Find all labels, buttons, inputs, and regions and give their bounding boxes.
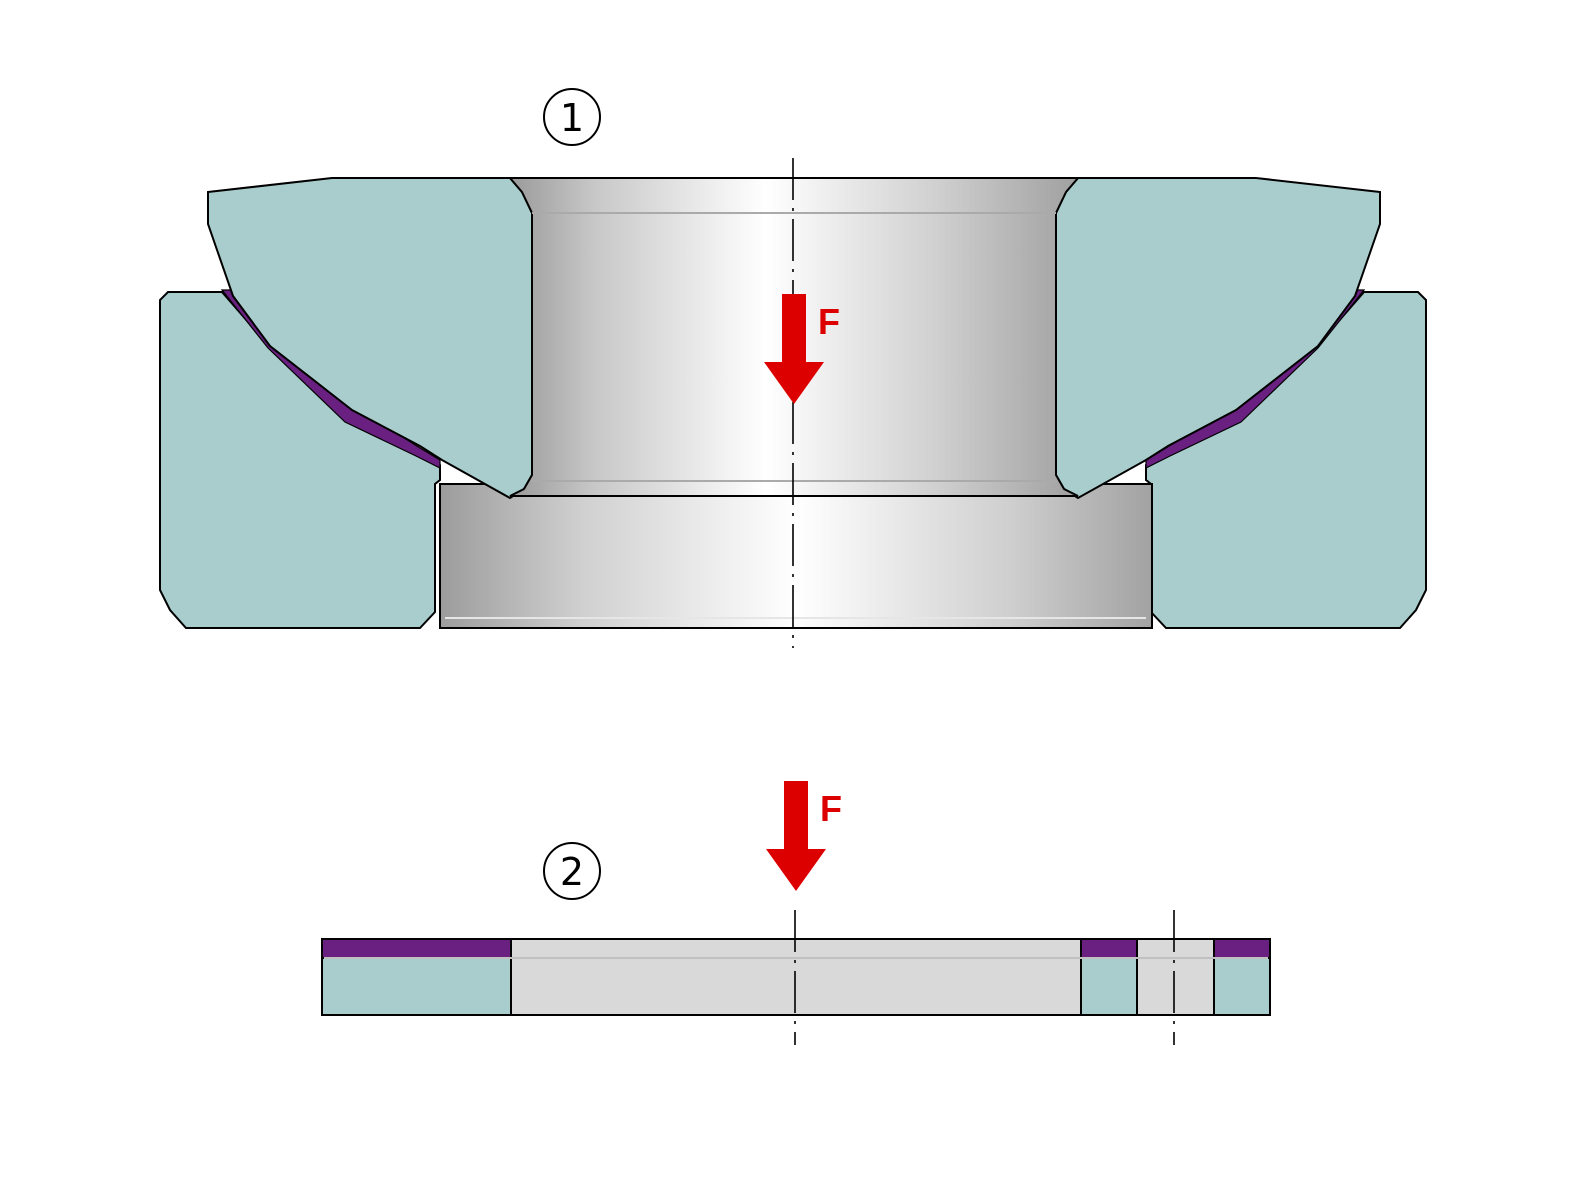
marker-2-number: 2: [560, 850, 584, 894]
force-label-1: F: [818, 301, 840, 342]
plate-ring-mid: [1080, 957, 1138, 1016]
figure-2: F 2: [321, 781, 1271, 1045]
force-arrow-1-head: [764, 362, 824, 404]
marker-1-circle: [543, 88, 601, 146]
plate-shaft-small: [1136, 957, 1215, 1016]
marker-1-number: 1: [560, 96, 584, 140]
force-arrow-2-head: [766, 849, 826, 891]
force-arrow-1: [764, 294, 824, 404]
lower-shaft: [439, 483, 1153, 629]
force-arrow-1-shaft: [782, 294, 806, 364]
plate-shaft-main: [510, 957, 1082, 1016]
marker-2-circle: [543, 842, 601, 900]
figure-1: F 1: [159, 88, 1427, 648]
plate-ring-right: [1213, 957, 1271, 1016]
force-arrow-2-shaft: [784, 781, 808, 851]
plate-ring-left: [321, 957, 512, 1016]
force-label-2: F: [820, 788, 842, 829]
liner-strip-left: [321, 938, 512, 959]
liner-strip-right: [1213, 938, 1271, 959]
shaft-strip-main: [510, 938, 1082, 959]
shaft-strip-small: [1136, 938, 1215, 959]
liner-strip-mid: [1080, 938, 1138, 959]
force-arrow-2: [766, 781, 826, 891]
